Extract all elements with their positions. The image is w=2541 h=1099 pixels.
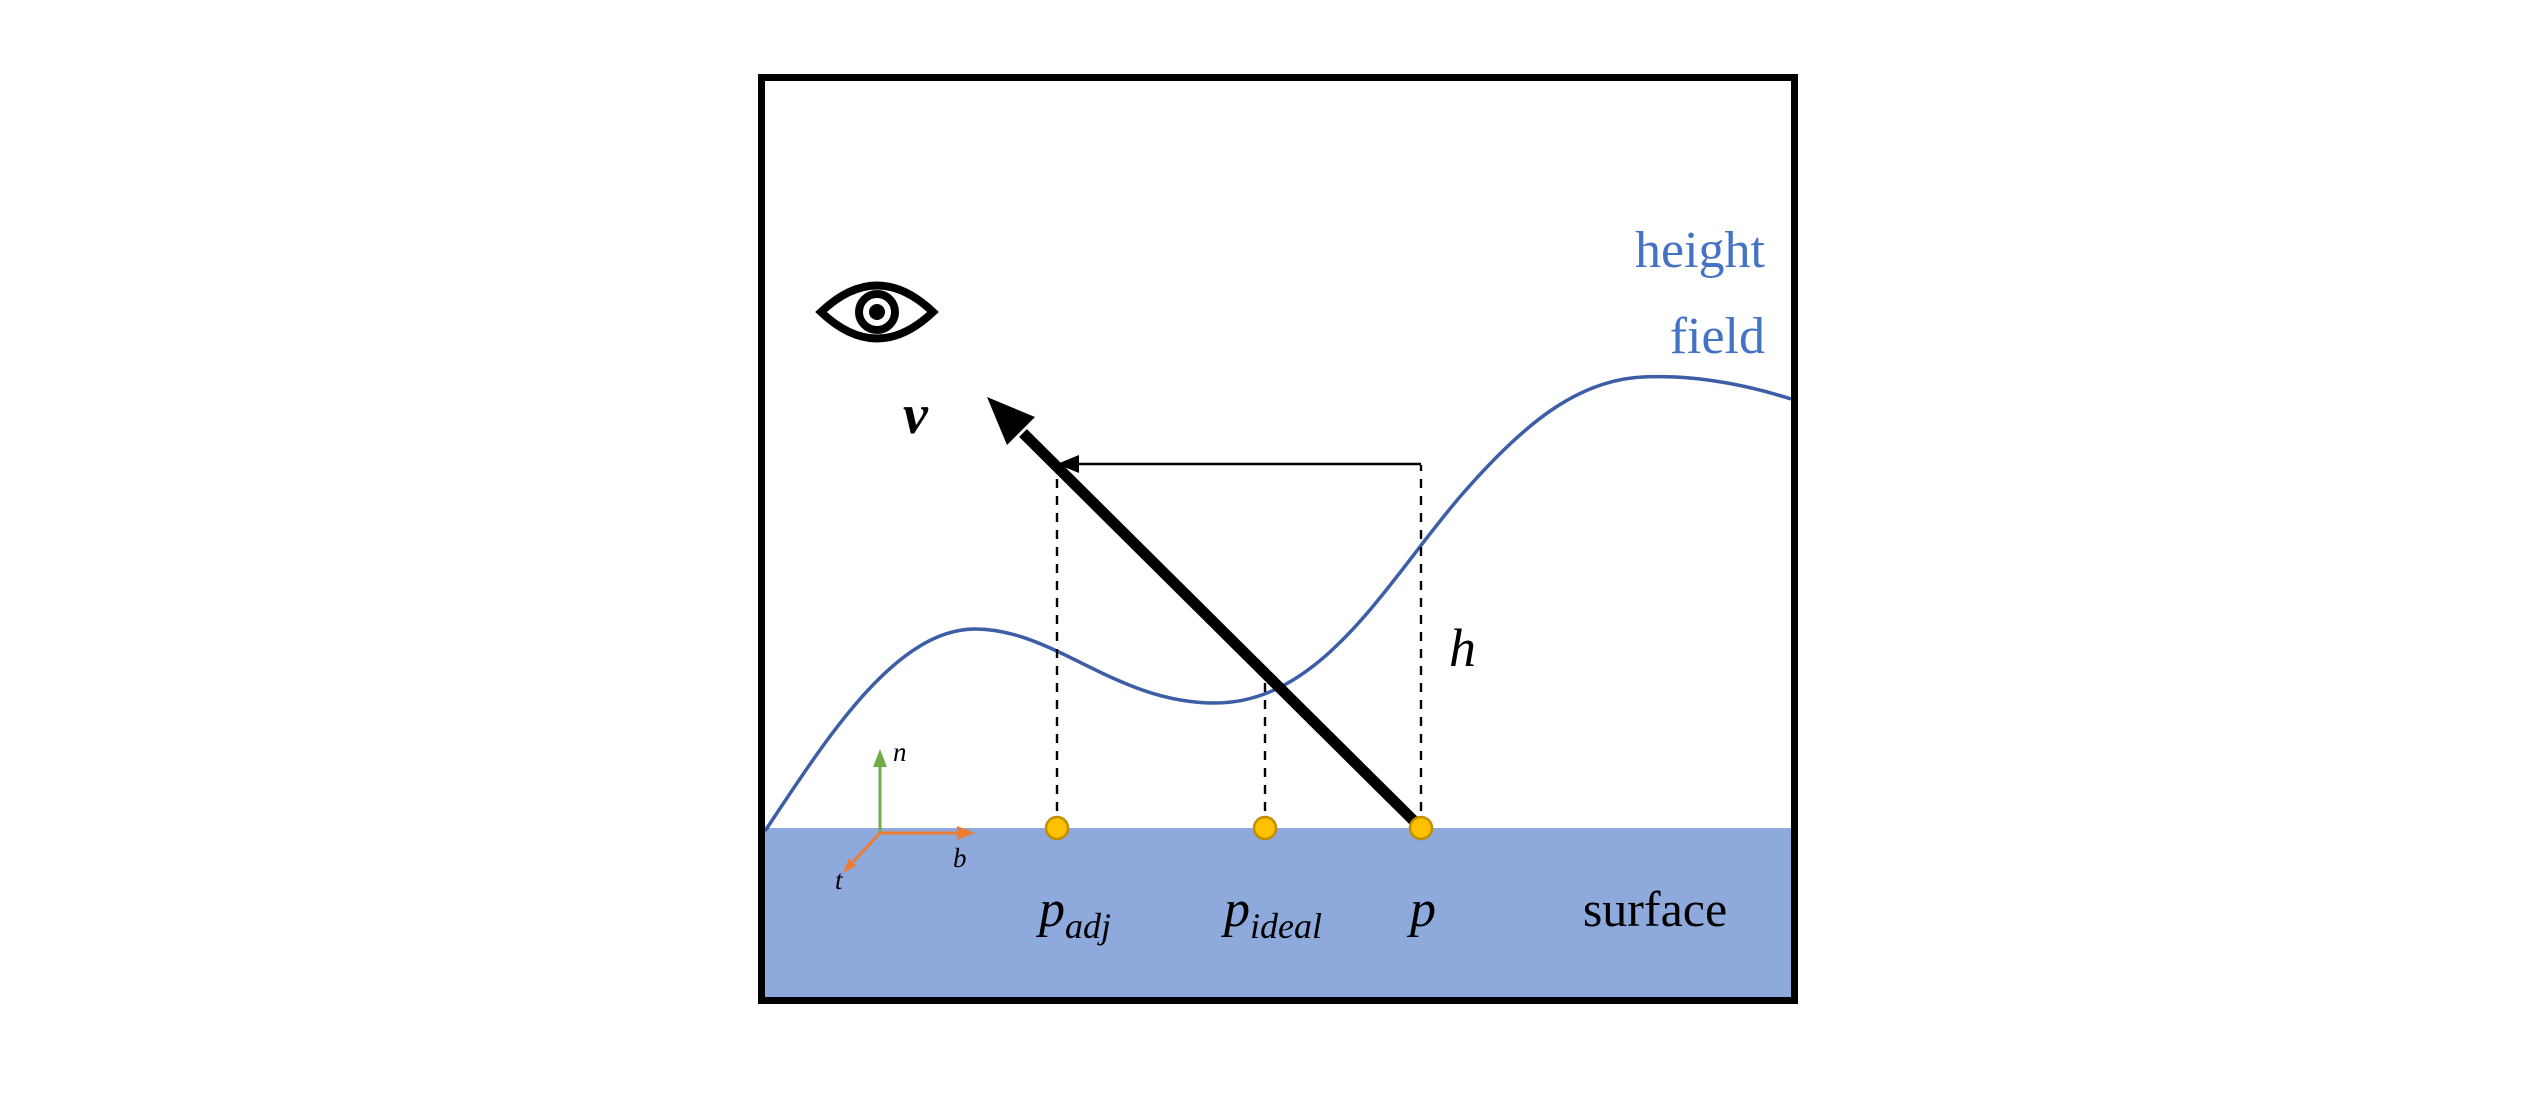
height-field-label-line1: height bbox=[1635, 222, 1766, 279]
view-vector-arrow bbox=[987, 397, 1425, 832]
view-vector-label: v bbox=[903, 384, 929, 446]
figure-canvas: v h height field padj pideal p surface n… bbox=[765, 222, 1791, 997]
height-field-curve bbox=[765, 374, 1791, 832]
eye-icon bbox=[815, 281, 939, 343]
surface-label: surface bbox=[1583, 881, 1727, 937]
point-label-p-ideal: pideal bbox=[1220, 881, 1322, 946]
point-label-p-adj: padj bbox=[1035, 881, 1111, 946]
view-vector-shaft bbox=[1019, 429, 1425, 832]
axis-t-shaft bbox=[851, 831, 882, 864]
axis-t-head-icon bbox=[843, 858, 856, 873]
point-label-p-adj-base: p bbox=[1035, 881, 1065, 938]
axis-n-label: n bbox=[893, 737, 907, 767]
height-label: h bbox=[1449, 618, 1476, 678]
point-p-adj bbox=[1044, 815, 1070, 841]
point-label-p-ideal-sub: ideal bbox=[1250, 906, 1322, 946]
axis-b-head-icon bbox=[957, 826, 975, 840]
height-field-label-line2: field bbox=[1670, 308, 1765, 365]
offset-arrow bbox=[1057, 455, 1421, 473]
figure-frame: v h height field padj pideal p surface n… bbox=[758, 74, 1798, 1004]
view-vector-head-icon bbox=[987, 397, 1035, 445]
point-p-ideal bbox=[1252, 815, 1278, 841]
surface-band bbox=[765, 828, 1791, 997]
point-label-p: p bbox=[1406, 881, 1436, 938]
point-label-p-adj-sub: adj bbox=[1065, 906, 1111, 946]
offset-arrow-head-icon bbox=[1057, 455, 1079, 473]
tangent-frame: n b t bbox=[835, 737, 975, 895]
eye-pupil bbox=[869, 304, 885, 320]
point-label-p-ideal-base: p bbox=[1220, 881, 1250, 938]
point-p bbox=[1408, 815, 1434, 841]
axis-b-label: b bbox=[953, 843, 967, 873]
axis-n-head-icon bbox=[873, 749, 887, 767]
axis-t-label: t bbox=[835, 865, 844, 895]
